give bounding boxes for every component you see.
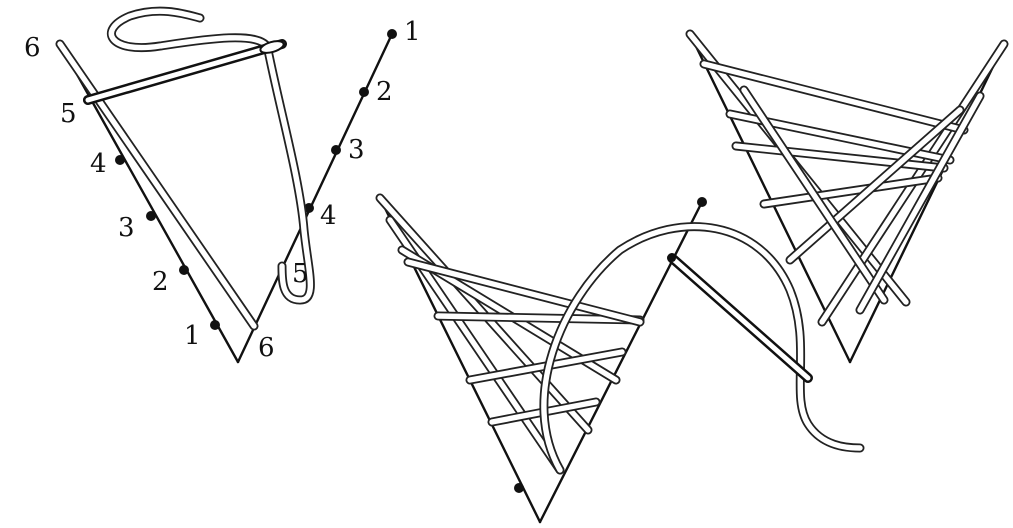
step1-label-left-1: 1 xyxy=(184,321,201,351)
step1-label-left-6: 6 xyxy=(24,33,41,63)
step1-right-edge xyxy=(238,34,392,362)
step1-dot-right-3 xyxy=(331,145,341,155)
step1-label-right-4: 4 xyxy=(320,201,337,231)
step1-label-left-2: 2 xyxy=(152,267,169,297)
step1-label-left-5: 5 xyxy=(60,99,77,129)
step1-dot-left-2 xyxy=(179,265,189,275)
step2-dot-top xyxy=(697,197,707,207)
step1-diagram: 6 5 4 3 2 1 1 2 3 4 5 6 xyxy=(24,11,421,363)
step1-left-edge xyxy=(60,44,238,362)
step1-dot-left-1 xyxy=(210,320,220,330)
step2-needle-point xyxy=(668,254,676,262)
step2-dot-bottom xyxy=(514,483,524,493)
step1-label-right-2: 2 xyxy=(376,77,393,107)
step1-label-right-6: 6 xyxy=(258,333,275,363)
step1-label-right-1: 1 xyxy=(404,17,421,47)
step1-label-left-3: 3 xyxy=(118,213,135,243)
step1-label-left-4: 4 xyxy=(90,149,107,179)
step1-dot-left-3 xyxy=(146,211,156,221)
step1-dot-right-1 xyxy=(387,29,397,39)
step2-diagram xyxy=(380,197,860,522)
step1-dot-right-2 xyxy=(359,87,369,97)
step1-label-right-3: 3 xyxy=(348,135,365,165)
step1-dot-left-4 xyxy=(115,155,125,165)
step1-label-right-5: 5 xyxy=(292,259,309,289)
